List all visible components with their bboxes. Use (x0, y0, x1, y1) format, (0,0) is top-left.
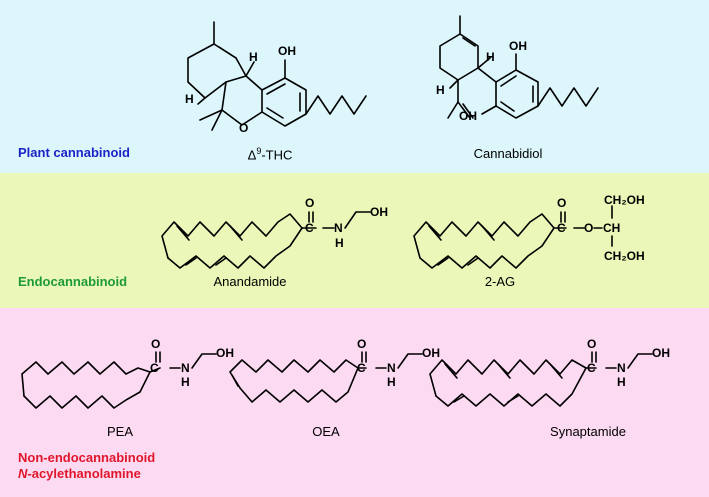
pea-structure (21, 351, 217, 409)
twoag-ester-o-label: O (584, 221, 593, 235)
cbd-oh-bottom-label: OH (459, 109, 477, 123)
twoag-ch-label: CH (603, 221, 620, 235)
pea-oh-label: OH (216, 346, 234, 360)
oea-structure (229, 351, 423, 403)
cbd-h-label: H (486, 50, 495, 64)
nae-label-line2: N-acylethanolamine (18, 466, 155, 482)
pea-name: PEA (106, 424, 134, 439)
cbd-h2-label: H (436, 83, 445, 97)
thc-structure (187, 21, 367, 131)
plant-cannabinoid-label: Plant cannabinoid (18, 145, 130, 160)
oea-h-label: H (387, 375, 396, 389)
thc-delta: Δ (247, 147, 257, 163)
nae-label-line1: Non-endocannabinoid (18, 450, 156, 465)
aea-h-label: H (335, 236, 344, 250)
thc-sup: 9 (256, 146, 262, 156)
oea-n-label: N (387, 361, 396, 375)
aea-n-label: N (334, 221, 343, 235)
nae-label-rest: -acylethanolamine (27, 466, 141, 481)
aea-o-label: O (305, 196, 314, 210)
syn-o-label: O (587, 337, 596, 351)
thc-suffix: -THC (261, 147, 293, 163)
cbd-structure (439, 15, 599, 119)
nae-band (0, 308, 709, 497)
oea-name: OEA (312, 424, 340, 439)
aea-c-label: C (305, 221, 314, 235)
twoag-structure (413, 205, 613, 269)
syn-c-label: C (587, 361, 596, 375)
twoag-ch2oh-top-label: CH₂OH (604, 193, 645, 207)
oea-oh-label: OH (422, 346, 440, 360)
plant-cannabinoid-band (0, 0, 709, 173)
oea-o-label: O (357, 337, 366, 351)
thc-o-label: O (239, 121, 248, 135)
twoag-ch2oh-bottom-label: CH₂OH (604, 249, 645, 263)
syn-n-label: N (617, 361, 626, 375)
thc-name: Δ9-THC (248, 146, 293, 162)
pea-o-label: O (151, 337, 160, 351)
endocannabinoid-label: Endocannabinoid (18, 274, 128, 289)
syn-h-label: H (617, 375, 626, 389)
nae-label: Non-endocannabinoid N-acylethanolamine (18, 450, 155, 482)
thc-oh-label: OH (278, 44, 296, 58)
twoag-name: 2-AG (484, 274, 516, 289)
pea-c-label: C (150, 361, 159, 375)
synaptamide-name: Synaptamide (550, 424, 626, 439)
thc-h-label: H (249, 50, 258, 64)
cbd-oh-top-label: OH (509, 39, 527, 53)
twoag-c-label: C (557, 221, 566, 235)
nae-label-n: N (18, 466, 28, 481)
anandamide-structure (161, 211, 371, 269)
thc-h2-label: H (185, 92, 194, 106)
oea-c-label: C (357, 361, 366, 375)
endocannabinoid-band (0, 173, 709, 308)
pea-h-label: H (181, 375, 190, 389)
cannabidiol-name: Cannabidiol (473, 146, 543, 161)
aea-oh-label: OH (370, 205, 388, 219)
synaptamide-structure (429, 351, 653, 407)
pea-n-label: N (181, 361, 190, 375)
anandamide-name: Anandamide (213, 274, 287, 289)
syn-oh-label: OH (652, 346, 670, 360)
twoag-o-label: O (557, 196, 566, 210)
